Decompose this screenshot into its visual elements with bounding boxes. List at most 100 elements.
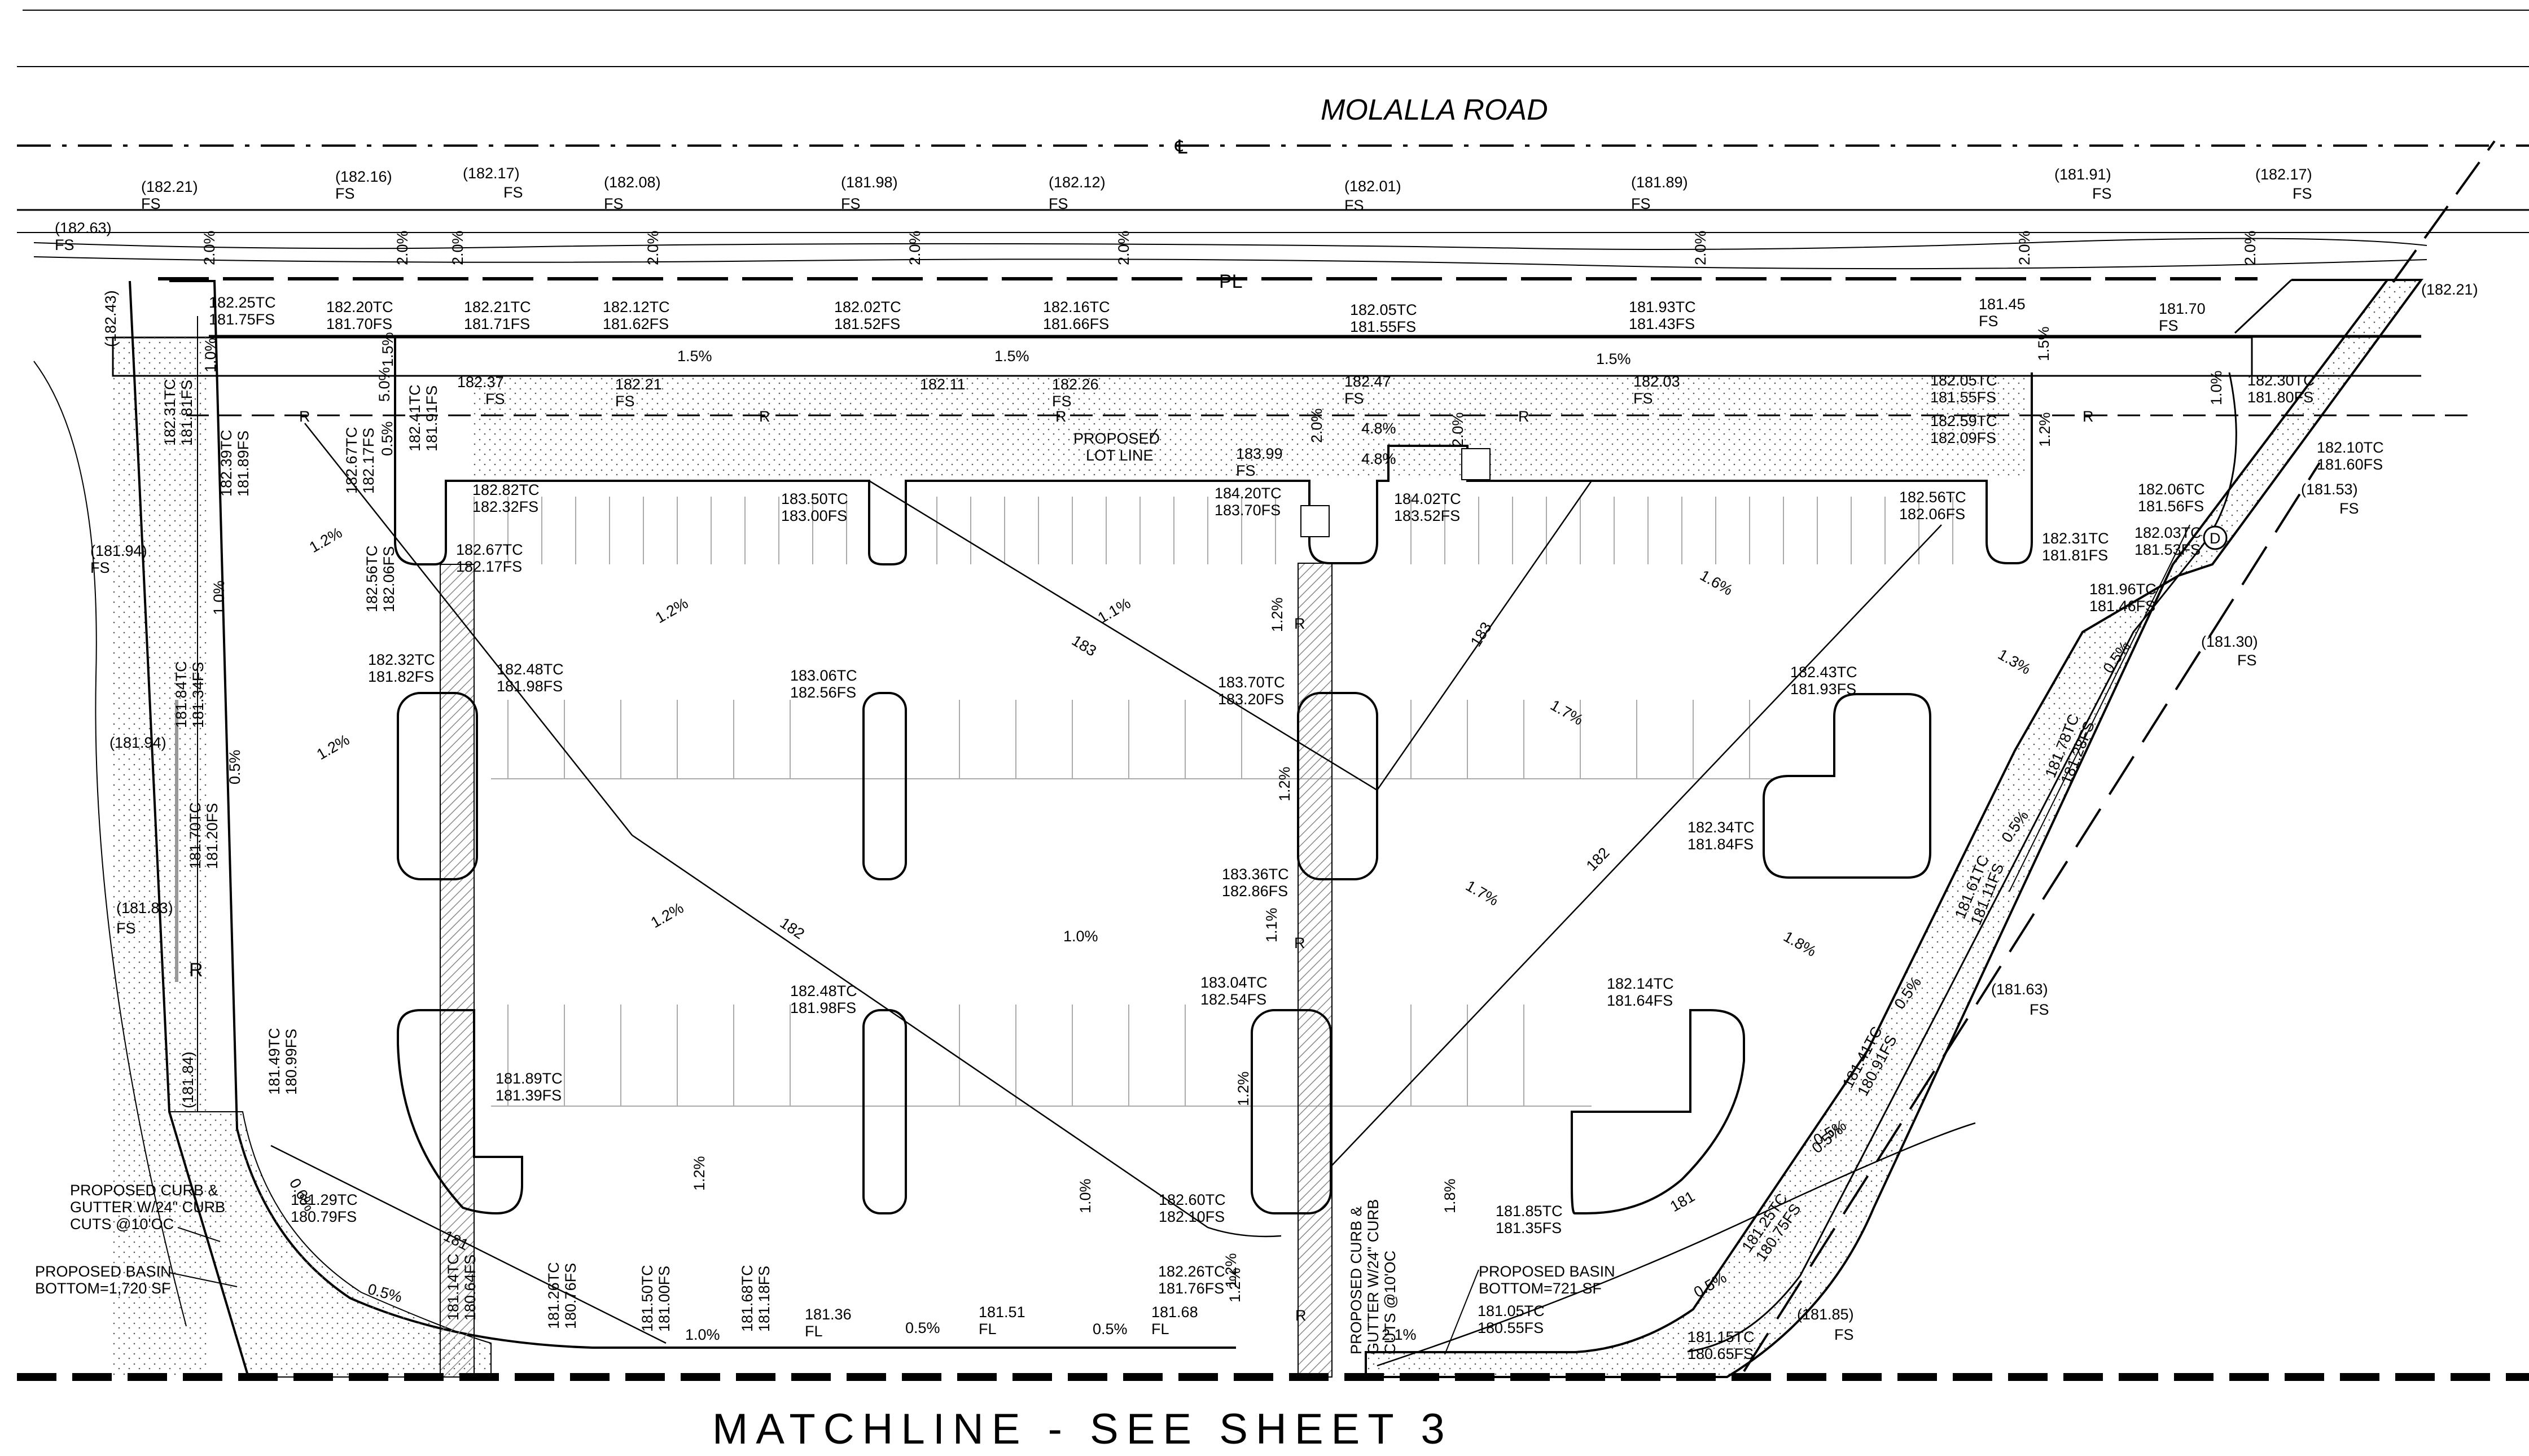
slope-37: 1.1% [1263, 907, 1280, 942]
fs-26: 183.20FS [1218, 691, 1284, 708]
tc-26: 183.70TC [1218, 674, 1285, 691]
tc-5: 182.02TC [834, 299, 901, 315]
tc-35: 181.85TC [1496, 1203, 1563, 1220]
existing-elev-19: (181.63) [1991, 981, 2048, 998]
existing-elev-11: (182.17) [2255, 166, 2312, 183]
slope-53: 0.5% [905, 1319, 940, 1336]
slope-2: 2.0% [394, 230, 411, 265]
fs-only-10-suffix: FL [805, 1323, 823, 1340]
tc-36: 181.29TC [291, 1191, 358, 1208]
slope-6: 2.0% [1115, 230, 1132, 265]
rot-fs-12: 181.18FS [756, 1266, 773, 1332]
fs-only-1: 182.37 [457, 374, 504, 391]
existing-label-3: FS [335, 185, 355, 202]
tc-1: 182.25TC [209, 294, 276, 311]
slope-8: 2.0% [2016, 230, 2033, 265]
slope-21: 2.0% [1449, 412, 1466, 447]
tc-30: 182.48TC [790, 983, 857, 999]
fs-16: 183.70FS [1215, 502, 1281, 519]
grade-lines [270, 423, 1976, 1367]
rot-tc-5: 182.56TC [363, 545, 380, 612]
fs-11: 181.80FS [2247, 389, 2313, 406]
existing-elev-15: (181.83) [116, 900, 173, 916]
existing-label-15: FS [116, 920, 136, 937]
tc-11: 182.30TC [2247, 372, 2315, 389]
existing-label-9: FS [1631, 195, 1651, 212]
slope-23: 4.8% [1361, 450, 1396, 467]
west-curb-note-2: GUTTER W/24" CURB [70, 1199, 225, 1216]
fs-27: 181.93FS [1790, 681, 1856, 698]
tc-38: 181.05TC [1478, 1302, 1545, 1319]
hatched-walkway-center [1298, 563, 1333, 1378]
existing-elev-13: (182.43) [102, 290, 119, 347]
fs-37: 181.76FS [1158, 1280, 1224, 1297]
fs-12: 181.60FS [2317, 456, 2383, 473]
fs-21: 181.53FS [2134, 541, 2201, 558]
fs-18: 182.06FS [1899, 506, 1965, 523]
tc-27: 182.43TC [1790, 664, 1857, 681]
existing-label-10: FS [2092, 185, 2112, 202]
contour-label-1: 183 [1069, 632, 1099, 660]
west-curb-note-1: PROPOSED CURB & [70, 1182, 218, 1199]
existing-label-14: FS [90, 559, 110, 576]
fs-23: 181.82FS [368, 668, 434, 685]
fs-34: 182.10FS [1159, 1208, 1225, 1225]
slope-24: 1.2% [306, 524, 345, 556]
tc-15: 183.50TC [781, 490, 848, 507]
tc-34: 182.60TC [1159, 1191, 1226, 1208]
ring-7: R [1294, 935, 1305, 951]
rot-tc-11: 181.50TC [639, 1265, 656, 1332]
landscape-islands [397, 448, 1931, 1215]
slope-36: 1.2% [1276, 766, 1293, 801]
lot-line-note-1: PROPOSED [1073, 430, 1160, 447]
molalla-road: MOLALLA ROAD ℄ PL [17, 10, 2529, 292]
south-curb-note-1: PROPOSED CURB & [1348, 1206, 1365, 1354]
existing-label-2: FS [141, 195, 161, 212]
fs-4: 181.62FS [603, 315, 669, 332]
fs-7: 181.55FS [1350, 318, 1416, 335]
contour-label-3: 182 [777, 914, 808, 942]
fs-6: 181.66FS [1043, 315, 1109, 332]
existing-elev-10: (181.91) [2054, 166, 2111, 183]
fs-only-9-suffix: FS [1236, 462, 1256, 479]
ring-3: R [1055, 408, 1067, 425]
ring-6: R [1294, 615, 1305, 632]
fs-38: 180.55FS [1478, 1319, 1544, 1336]
slope-46: 1.2% [1226, 1268, 1243, 1302]
slope-29: 1.3% [1995, 646, 2033, 678]
existing-elev-1: (182.63) [55, 220, 112, 236]
fs-only-2: 182.21 [615, 376, 662, 393]
slope-31: 1.0% [211, 580, 227, 615]
slope-11: 1.5% [379, 332, 396, 367]
rot-tc-9: 181.14TC [445, 1253, 462, 1321]
ring-9: R [189, 959, 203, 981]
existing-elev-5: (182.08) [604, 174, 661, 191]
hatched-walkway-west [440, 564, 475, 1378]
rot-tc-8: 181.49TC [266, 1028, 283, 1095]
tc-19: 182.31TC [2042, 530, 2109, 547]
slope-14: 1.5% [1596, 350, 1631, 367]
existing-label-7: FS [1049, 195, 1068, 212]
existing-label-11: FS [2293, 185, 2312, 202]
rot-tc-10: 181.26TC [545, 1262, 562, 1329]
storm-manhole: D [2203, 525, 2228, 550]
fs-only-2-suffix: FS [615, 393, 635, 410]
rot-fs-2: 181.89FS [235, 431, 252, 497]
fs-33: 181.39FS [496, 1087, 562, 1104]
contour-label-2: 183 [1467, 619, 1495, 650]
fs-8: 181.43FS [1629, 315, 1695, 332]
fs-only-4-suffix: FS [1052, 393, 1072, 410]
tc-4: 182.12TC [603, 299, 670, 315]
slope-10: 1.0% [202, 337, 219, 372]
rot-tc-1: 182.31TC [161, 379, 178, 446]
ring-2: R [759, 408, 770, 425]
fs-19: 181.81FS [2042, 547, 2108, 564]
existing-label-6: FS [841, 195, 861, 212]
fs-2: 181.70FS [326, 315, 392, 332]
slope-28: 1.6% [1697, 567, 1735, 599]
slope-41: 1.8% [1781, 928, 1819, 960]
slope-17: 0.5% [379, 421, 396, 456]
slope-4: 2.0% [645, 230, 661, 265]
existing-label-1: FS [55, 236, 74, 253]
